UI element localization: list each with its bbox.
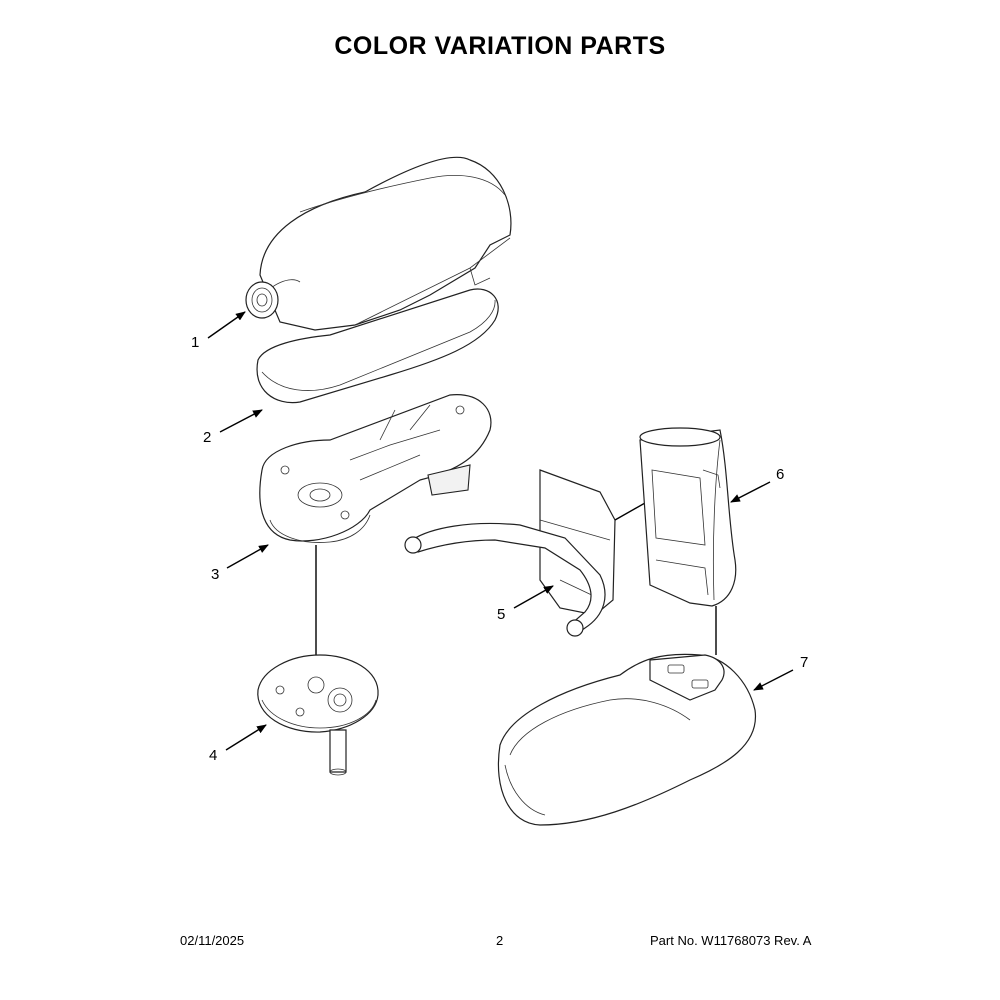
- callout-arrow-6: [730, 481, 771, 503]
- part-3-gear-case: [259, 394, 492, 543]
- part-1-motor-housing: [245, 156, 512, 331]
- callout-label-6: 6: [776, 466, 784, 483]
- callout-label-2: 2: [203, 429, 211, 446]
- callout-arrow-3: [226, 544, 269, 569]
- callout-arrow-7: [753, 669, 794, 691]
- footer-part-number: Part No. W11768073 Rev. A: [650, 933, 812, 948]
- callout-label-3: 3: [211, 566, 219, 583]
- part-5-bowl-lift-bracket: [404, 469, 616, 637]
- callout-label-4: 4: [209, 747, 217, 764]
- callout-arrow-2: [219, 409, 263, 433]
- callout-arrow-1: [207, 311, 246, 339]
- footer-date: 02/11/2025: [180, 933, 245, 948]
- callout-label-5: 5: [497, 606, 505, 623]
- callout-arrow-4: [225, 724, 267, 751]
- footer-page-number: 2: [496, 933, 504, 948]
- part-2-trim-band: [256, 288, 499, 404]
- page-title: COLOR VARIATION PARTS: [334, 32, 666, 60]
- part-7-base: [497, 653, 757, 826]
- callout-label-7: 7: [800, 654, 808, 671]
- part-6-column: [639, 427, 737, 607]
- callout-arrow-5: [513, 585, 554, 609]
- callout-label-1: 1: [191, 334, 199, 351]
- part-4-gear-plate: [257, 654, 379, 776]
